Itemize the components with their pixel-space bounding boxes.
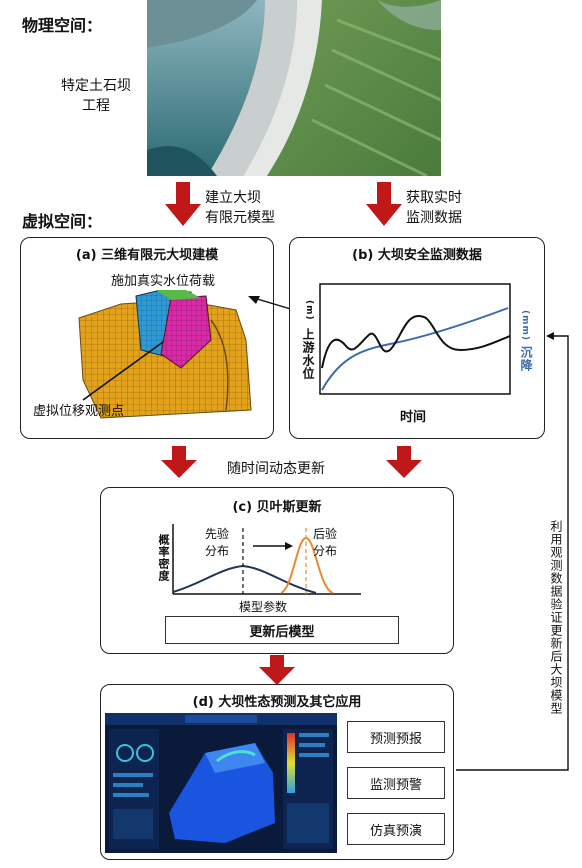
water-level-curve	[321, 315, 511, 369]
fem-dam-model	[78, 290, 252, 419]
virtual-point-label: 虚拟位移观测点	[33, 404, 125, 419]
updated-model-box: 更新后模型	[165, 616, 399, 644]
update-arrow-right	[386, 446, 422, 478]
get-monitoring-label: 获取实时 监测数据	[406, 190, 462, 226]
time-axis-label: 时间	[400, 410, 427, 425]
virtual-point-pointer	[82, 341, 164, 401]
water-level-unit: (m)	[304, 300, 314, 321]
dam-project-label: 特定土石坝 工程	[61, 78, 131, 114]
settlement-unit: (mm)	[520, 310, 530, 341]
settlement-curve	[321, 307, 509, 391]
panel-b-title: (b) 大坝安全监测数据	[352, 248, 482, 263]
get-monitoring-arrow	[366, 182, 402, 226]
panel-a: (a) 三维有限元大坝建模 施加真实水位荷载 虚拟位移观测点	[20, 237, 274, 439]
water-level-axis-label: 上游水位	[301, 328, 315, 380]
panel-c: (c) 贝叶斯更新 概率密度 先验 分布 后验 分布 模型参数 更新后模型	[100, 487, 454, 654]
app-simulation-box: 仿真预演	[347, 813, 445, 845]
plot-frame	[319, 283, 511, 395]
panel-c-title: (c) 贝叶斯更新	[232, 500, 322, 515]
panel-d-title: (d) 大坝性态预测及其它应用	[192, 695, 362, 710]
posterior-label: 后验 分布	[313, 527, 338, 558]
app-forecast-box: 预测预报	[347, 721, 445, 753]
to-prediction-arrow	[259, 655, 295, 685]
app-forecast-label: 预测预报	[369, 731, 422, 747]
physical-space-label: 物理空间：	[22, 16, 103, 35]
prior-label: 先验 分布	[205, 527, 230, 558]
app-warning-label: 监测预警	[369, 777, 422, 793]
feedback-loop-arrow	[456, 332, 569, 771]
app-warning-box: 监测预警	[347, 767, 445, 799]
model-parameter-label: 模型参数	[239, 600, 288, 614]
app-simulation-label: 仿真预演	[369, 823, 422, 839]
build-model-arrow	[165, 182, 201, 226]
prior-curve	[172, 564, 317, 594]
probability-density-label: 概率密度	[157, 534, 170, 582]
feedback-label: 利用观测数据验证更新后大坝模型	[549, 520, 563, 715]
panel-b: (b) 大坝安全监测数据 (m) 上游水位 沉降 (mm) 时间	[289, 237, 545, 439]
panel-a-title: (a) 三维有限元大坝建模	[75, 248, 219, 263]
bayesian-chart	[172, 524, 361, 595]
digital-twin-dashboard	[105, 713, 337, 853]
dynamic-update-label: 随时间动态更新	[227, 461, 325, 477]
dam-photo	[147, 0, 441, 176]
settlement-axis-label: 沉降	[519, 346, 533, 372]
build-model-label: 建立大坝 有限元模型	[205, 190, 275, 226]
water-load-label: 施加真实水位荷载	[111, 274, 216, 289]
updated-model-label: 更新后模型	[249, 624, 315, 640]
virtual-space-label: 虚拟空间：	[22, 212, 103, 231]
monitoring-chart	[319, 283, 511, 395]
panel-d: (d) 大坝性态预测及其它应用 预测预报 监测预警 仿真预演	[100, 684, 454, 860]
update-arrow-left	[161, 446, 197, 478]
